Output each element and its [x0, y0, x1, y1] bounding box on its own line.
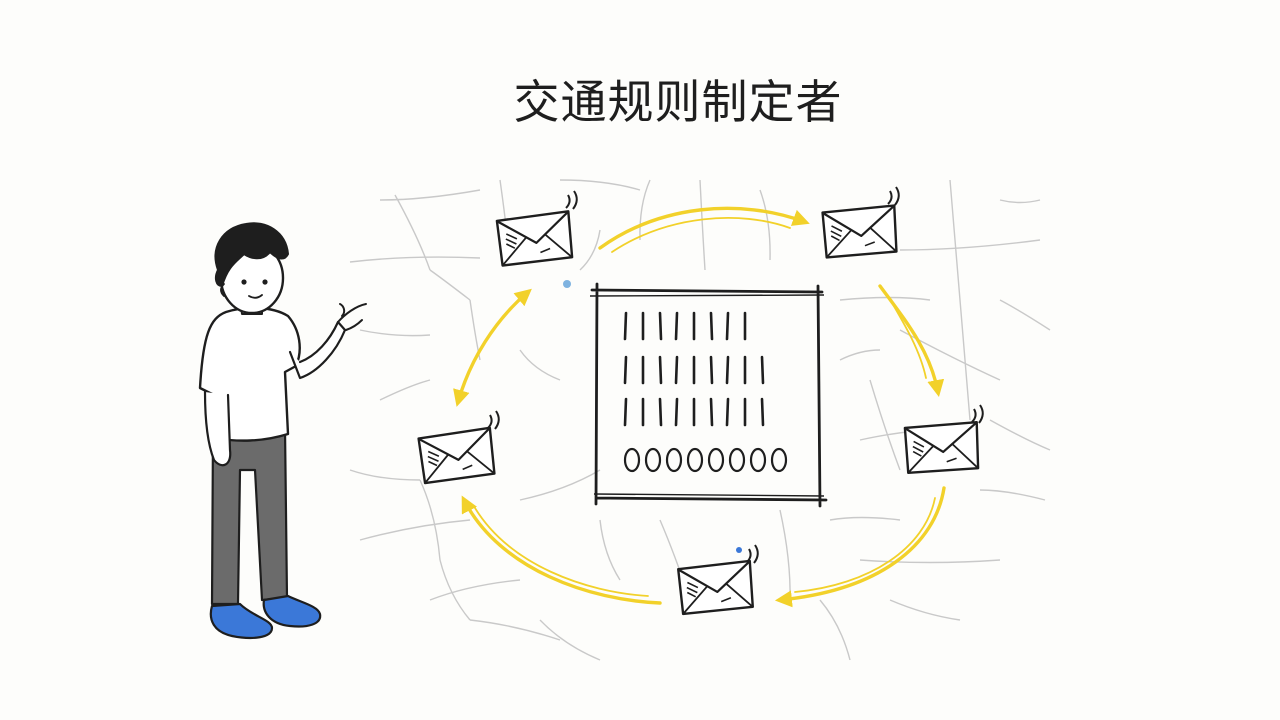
map-line [559, 179, 641, 191]
map-line [539, 619, 601, 661]
arrow-icon [774, 486, 946, 608]
map-line [379, 379, 431, 401]
arrow-icon [474, 507, 649, 597]
map-line [469, 619, 561, 641]
rule-tally-bar [674, 355, 679, 385]
map-line [699, 179, 706, 271]
rule-tally-bar [674, 311, 679, 341]
marker-dot [563, 280, 571, 288]
sound-wave-icon [565, 190, 578, 210]
person-illustration [198, 222, 367, 639]
map-line [779, 509, 791, 601]
rules-board-icon [589, 282, 828, 508]
rule-tally-circle [623, 447, 641, 473]
rule-tally-bar [658, 397, 663, 427]
rule-tally-bar [725, 355, 730, 385]
envelope-icon [903, 420, 981, 475]
sound-wave-icon [487, 410, 500, 430]
rule-tally-circle [665, 447, 683, 473]
marker-dot [736, 547, 742, 553]
map-line [839, 296, 931, 301]
map-line [359, 329, 431, 337]
map-line [839, 349, 881, 361]
rule-tally-bar [623, 355, 628, 385]
map-line [439, 559, 471, 621]
map-line [379, 189, 481, 201]
map-line [429, 579, 521, 601]
rule-tally-bar [623, 397, 628, 427]
arrow-icon [453, 288, 532, 407]
envelope-icon [417, 426, 497, 485]
rule-tally-circle [749, 447, 767, 473]
arrow-icon [878, 284, 945, 398]
rule-tally-circle [644, 447, 662, 473]
map-line [759, 189, 771, 261]
rule-tally-bar [709, 397, 714, 427]
arrow-icon [598, 206, 810, 250]
map-line [394, 194, 431, 271]
map-line [639, 179, 651, 241]
map-line [349, 256, 481, 263]
rule-tally-bar [760, 355, 765, 385]
map-line [519, 469, 601, 501]
rule-tally-bar [709, 311, 714, 341]
rule-tally-circle [728, 447, 746, 473]
map-line [829, 516, 901, 521]
map-line [949, 179, 971, 421]
rule-tally-circle [707, 447, 725, 473]
diagram-title: 交通规则制定者 [513, 75, 843, 129]
envelope-icon [495, 210, 575, 267]
sound-wave-icon [887, 186, 900, 206]
map-line [859, 559, 1001, 564]
map-line [889, 599, 961, 621]
rule-tally-bar [760, 397, 765, 427]
map-line [899, 329, 1001, 381]
arrow-icon [611, 217, 791, 253]
map-line [349, 469, 421, 481]
rule-tally-bar [674, 397, 679, 427]
map-line [599, 519, 621, 581]
envelope-icon [676, 559, 756, 616]
map-line [579, 229, 601, 271]
rule-tally-bar [709, 355, 714, 385]
map-line [999, 299, 1051, 331]
map-line [869, 379, 901, 471]
rule-tally-bar [725, 397, 730, 427]
map-line [989, 419, 1051, 451]
rule-tally-circle [770, 447, 788, 473]
map-line [429, 269, 471, 301]
rule-tally-bar [658, 355, 663, 385]
arrow-icon [887, 295, 927, 379]
envelope-icon [821, 204, 899, 259]
map-line [359, 519, 471, 541]
arrow-icon [461, 495, 662, 605]
map-line [899, 239, 1041, 251]
map-line [419, 479, 441, 561]
rule-tally-bar [658, 311, 663, 341]
rule-tally-bar [623, 311, 628, 341]
map-line [979, 489, 1046, 501]
arrow-icon [794, 497, 936, 593]
flow-arrows [453, 206, 946, 608]
sound-wave-icon [746, 544, 759, 564]
sound-wave-icon [971, 404, 984, 424]
map-line [819, 599, 851, 661]
map-line [999, 199, 1041, 204]
rule-tally-circle [686, 447, 704, 473]
map-line [519, 349, 561, 381]
rule-tally-bar [725, 311, 730, 341]
